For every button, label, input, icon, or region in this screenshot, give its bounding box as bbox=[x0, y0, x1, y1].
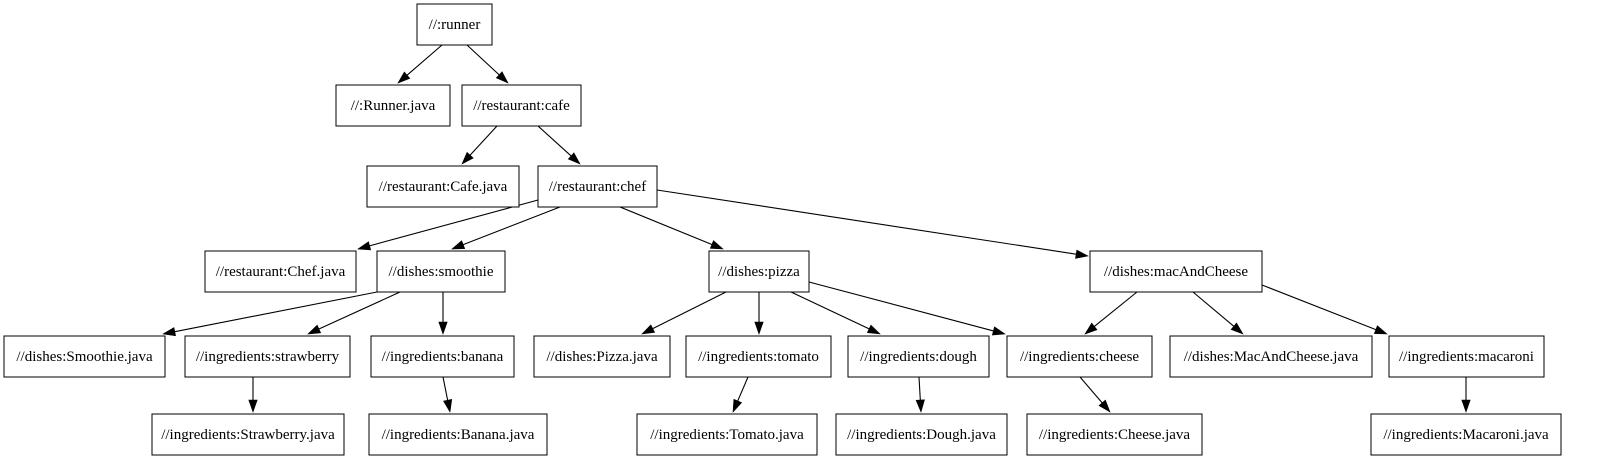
graph-node-restaurant_cafe[interactable]: //restaurant:cafe bbox=[461, 84, 582, 127]
graph-node-dishes_macncheese[interactable]: //dishes:macAndCheese bbox=[1089, 250, 1263, 293]
graph-node-smoothie_java[interactable]: //dishes:Smoothie.java bbox=[3, 335, 166, 378]
graph-node-banana_java[interactable]: //ingredients:Banana.java bbox=[368, 413, 548, 456]
graph-node-runner_java[interactable]: //:Runner.java bbox=[335, 84, 451, 127]
graph-edge bbox=[461, 125, 498, 165]
graph-edge bbox=[397, 44, 443, 84]
node-label: //ingredients:Macaroni.java bbox=[1383, 427, 1549, 443]
graph-node-banana[interactable]: //ingredients:banana bbox=[370, 335, 515, 378]
graph-edge bbox=[656, 189, 1089, 259]
graph-edge bbox=[641, 291, 727, 335]
node-label: //ingredients:banana bbox=[382, 349, 504, 365]
node-label: //dishes:MacAndCheese.java bbox=[1184, 349, 1359, 365]
graph-edge bbox=[732, 376, 749, 413]
node-label: //:Runner.java bbox=[351, 98, 436, 114]
graph-node-tomato[interactable]: //ingredients:tomato bbox=[685, 335, 832, 378]
graph-node-restaurant_chef[interactable]: //restaurant:chef bbox=[537, 165, 658, 208]
graph-edge bbox=[442, 376, 453, 413]
graph-edge bbox=[162, 291, 378, 337]
graph-node-pizza_java[interactable]: //dishes:Pizza.java bbox=[533, 335, 671, 378]
node-label: //dishes:Smoothie.java bbox=[16, 349, 153, 365]
graph-edge bbox=[915, 376, 925, 413]
node-label: //ingredients:Dough.java bbox=[847, 427, 996, 443]
graph-node-strawberry_java[interactable]: //ingredients:Strawberry.java bbox=[151, 413, 345, 456]
graph-node-macaroni_java[interactable]: //ingredients:Macaroni.java bbox=[1370, 413, 1562, 456]
graph-edge bbox=[307, 291, 401, 335]
graph-edge bbox=[808, 281, 1006, 336]
node-label: //restaurant:Chef.java bbox=[216, 264, 346, 280]
graph-edge bbox=[438, 292, 448, 335]
edge-layer bbox=[162, 44, 1471, 413]
graph-edge bbox=[537, 125, 581, 165]
graph-node-dishes_pizza[interactable]: //dishes:pizza bbox=[708, 250, 810, 293]
node-label: //ingredients:Banana.java bbox=[382, 427, 535, 443]
node-label: //ingredients:macaroni bbox=[1399, 349, 1534, 365]
node-label: //ingredients:strawberry bbox=[196, 349, 340, 365]
graph-edge bbox=[754, 292, 764, 335]
node-label: //dishes:smoothie bbox=[389, 264, 494, 280]
graph-node-macaroni[interactable]: //ingredients:macaroni bbox=[1388, 335, 1545, 378]
graph-node-strawberry[interactable]: //ingredients:strawberry bbox=[184, 335, 351, 378]
node-label: //restaurant:Cafe.java bbox=[379, 179, 508, 195]
graph-node-dishes_smoothie[interactable]: //dishes:smoothie bbox=[376, 250, 506, 293]
node-label: //ingredients:Strawberry.java bbox=[161, 427, 335, 443]
node-label: //:runner bbox=[429, 17, 481, 33]
node-layer: //:runner //:Runner.java //restaurant:cafe… bbox=[3, 3, 1562, 456]
graph-edge bbox=[451, 206, 561, 250]
node-label: //ingredients:dough bbox=[860, 349, 977, 365]
graph-edge bbox=[1084, 291, 1138, 335]
graph-node-cheese_java[interactable]: //ingredients:Cheese.java bbox=[1026, 413, 1203, 456]
graph-edge bbox=[466, 44, 509, 84]
graph-edge bbox=[357, 199, 539, 251]
graph-edge bbox=[619, 206, 724, 250]
graph-node-tomato_java[interactable]: //ingredients:Tomato.java bbox=[636, 413, 818, 456]
node-label: //ingredients:Tomato.java bbox=[650, 427, 804, 443]
graph-node-runner[interactable]: //:runner bbox=[416, 3, 493, 46]
node-label: //restaurant:chef bbox=[549, 179, 646, 195]
graph-edge bbox=[248, 377, 258, 413]
node-label: //ingredients:cheese bbox=[1020, 349, 1139, 365]
graph-edge bbox=[1261, 284, 1388, 335]
graph-node-cheese[interactable]: //ingredients:cheese bbox=[1006, 335, 1153, 378]
node-label: //ingredients:tomato bbox=[698, 349, 819, 365]
graph-edge bbox=[1192, 291, 1244, 335]
graph-edge bbox=[1079, 376, 1111, 413]
node-label: //dishes:pizza bbox=[718, 264, 800, 280]
graph-node-cafe_java[interactable]: //restaurant:Cafe.java bbox=[366, 165, 520, 208]
graph-node-chef_java[interactable]: //restaurant:Chef.java bbox=[204, 250, 357, 293]
node-label: //dishes:macAndCheese bbox=[1104, 264, 1248, 280]
graph-node-dough_java[interactable]: //ingredients:Dough.java bbox=[835, 413, 1008, 456]
node-label: //dishes:Pizza.java bbox=[546, 349, 658, 365]
node-label: //ingredients:Cheese.java bbox=[1039, 427, 1191, 443]
graph-edge bbox=[790, 291, 881, 335]
graph-node-dough[interactable]: //ingredients:dough bbox=[847, 335, 990, 378]
graph-node-macncheese_java[interactable]: //dishes:MacAndCheese.java bbox=[1169, 335, 1373, 378]
graph-edge bbox=[1461, 377, 1471, 413]
node-label: //restaurant:cafe bbox=[473, 98, 570, 114]
